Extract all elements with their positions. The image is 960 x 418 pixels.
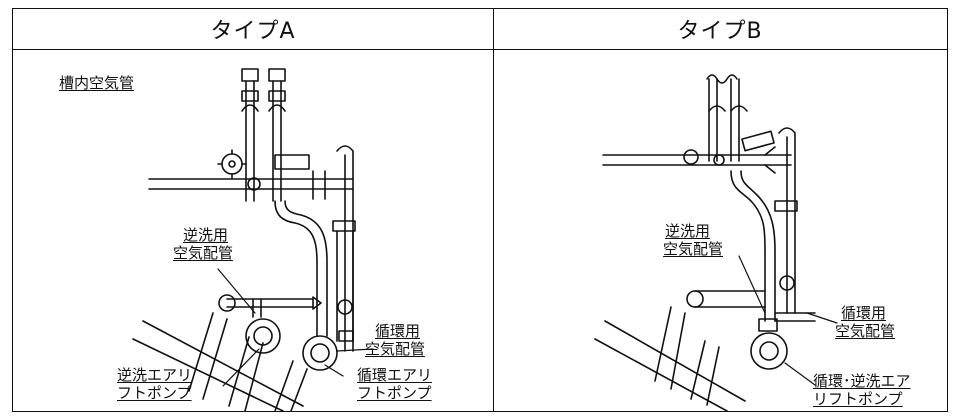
type-b-circ-backwash-pump-label-line1: 循環･逆洗エア [813,372,911,390]
backwash-air-pipe-label-line2: 空気配管 [173,244,234,262]
type-a-right-vertical-pipe [332,145,356,352]
backwash-airlift-pump-label-line2: フトポンプ [117,384,192,402]
type-b-leader-lines [738,255,838,386]
type-a-main-header [148,170,354,200]
type-b-circ-backwash-pump-label-line2: リフトポンプ [813,390,903,408]
type-a-backwash-branch [218,294,322,318]
type-a-valve-wheel [217,149,310,179]
type-a-lower-pipe [132,312,308,411]
circulation-air-pipe-label-line1: 循環用 [375,322,421,340]
type-a-piping-drawing [132,68,374,411]
type-b-right-vertical-pipe [774,127,816,322]
column-header-type-b: タイプB [493,9,947,50]
type-a-leader-lines [217,268,374,387]
type-a-panel: 槽内空気管 逆洗用 空気配管 循環用 空気配管 逆洗エアリ フトポンプ 循環エア… [13,51,493,411]
backwash-airlift-pump-label-line1: 逆洗エアリ [117,366,193,384]
circulation-air-pipe-label-line2: 空気配管 [365,340,426,358]
type-b-piping-drawing [594,74,838,411]
type-a-backwash-pump [245,318,281,354]
backwash-air-pipe-label-line1: 逆洗用 [183,226,229,244]
type-b-left-branch [686,290,766,308]
column-divider [493,9,494,411]
type-b-backwash-air-pipe-label-line2: 空気配管 [663,240,724,258]
type-a-circulation-pump [302,335,338,371]
type-a-supply-risers [241,68,286,202]
type-b-circulation-air-pipe-label-line1: 循環用 [841,304,887,322]
type-b-circulation-air-pipe-label-line2: 空気配管 [835,322,896,340]
type-b-supply-risers [706,74,748,162]
tank-air-pipe-label: 槽内空気管 [59,74,135,92]
type-b-backwash-air-pipe-label-line1: 逆洗用 [665,222,711,240]
type-b-lower-pipe [594,306,746,411]
type-b-curved-riser [730,170,778,332]
type-a-curved-riser [274,200,328,337]
column-header-type-a: タイプA [13,9,493,50]
type-b-panel: 逆洗用 空気配管 循環用 空気配管 循環･逆洗エア リフトポンプ [495,51,947,411]
circulation-airlift-pump-label-line2: フトポンプ [357,384,432,402]
type-b-combined-pump [750,332,788,370]
type-b-main-header [602,130,792,174]
circulation-airlift-pump-label-line1: 循環エアリ [357,366,433,384]
comparison-table: タイプA タイプB [12,8,948,412]
